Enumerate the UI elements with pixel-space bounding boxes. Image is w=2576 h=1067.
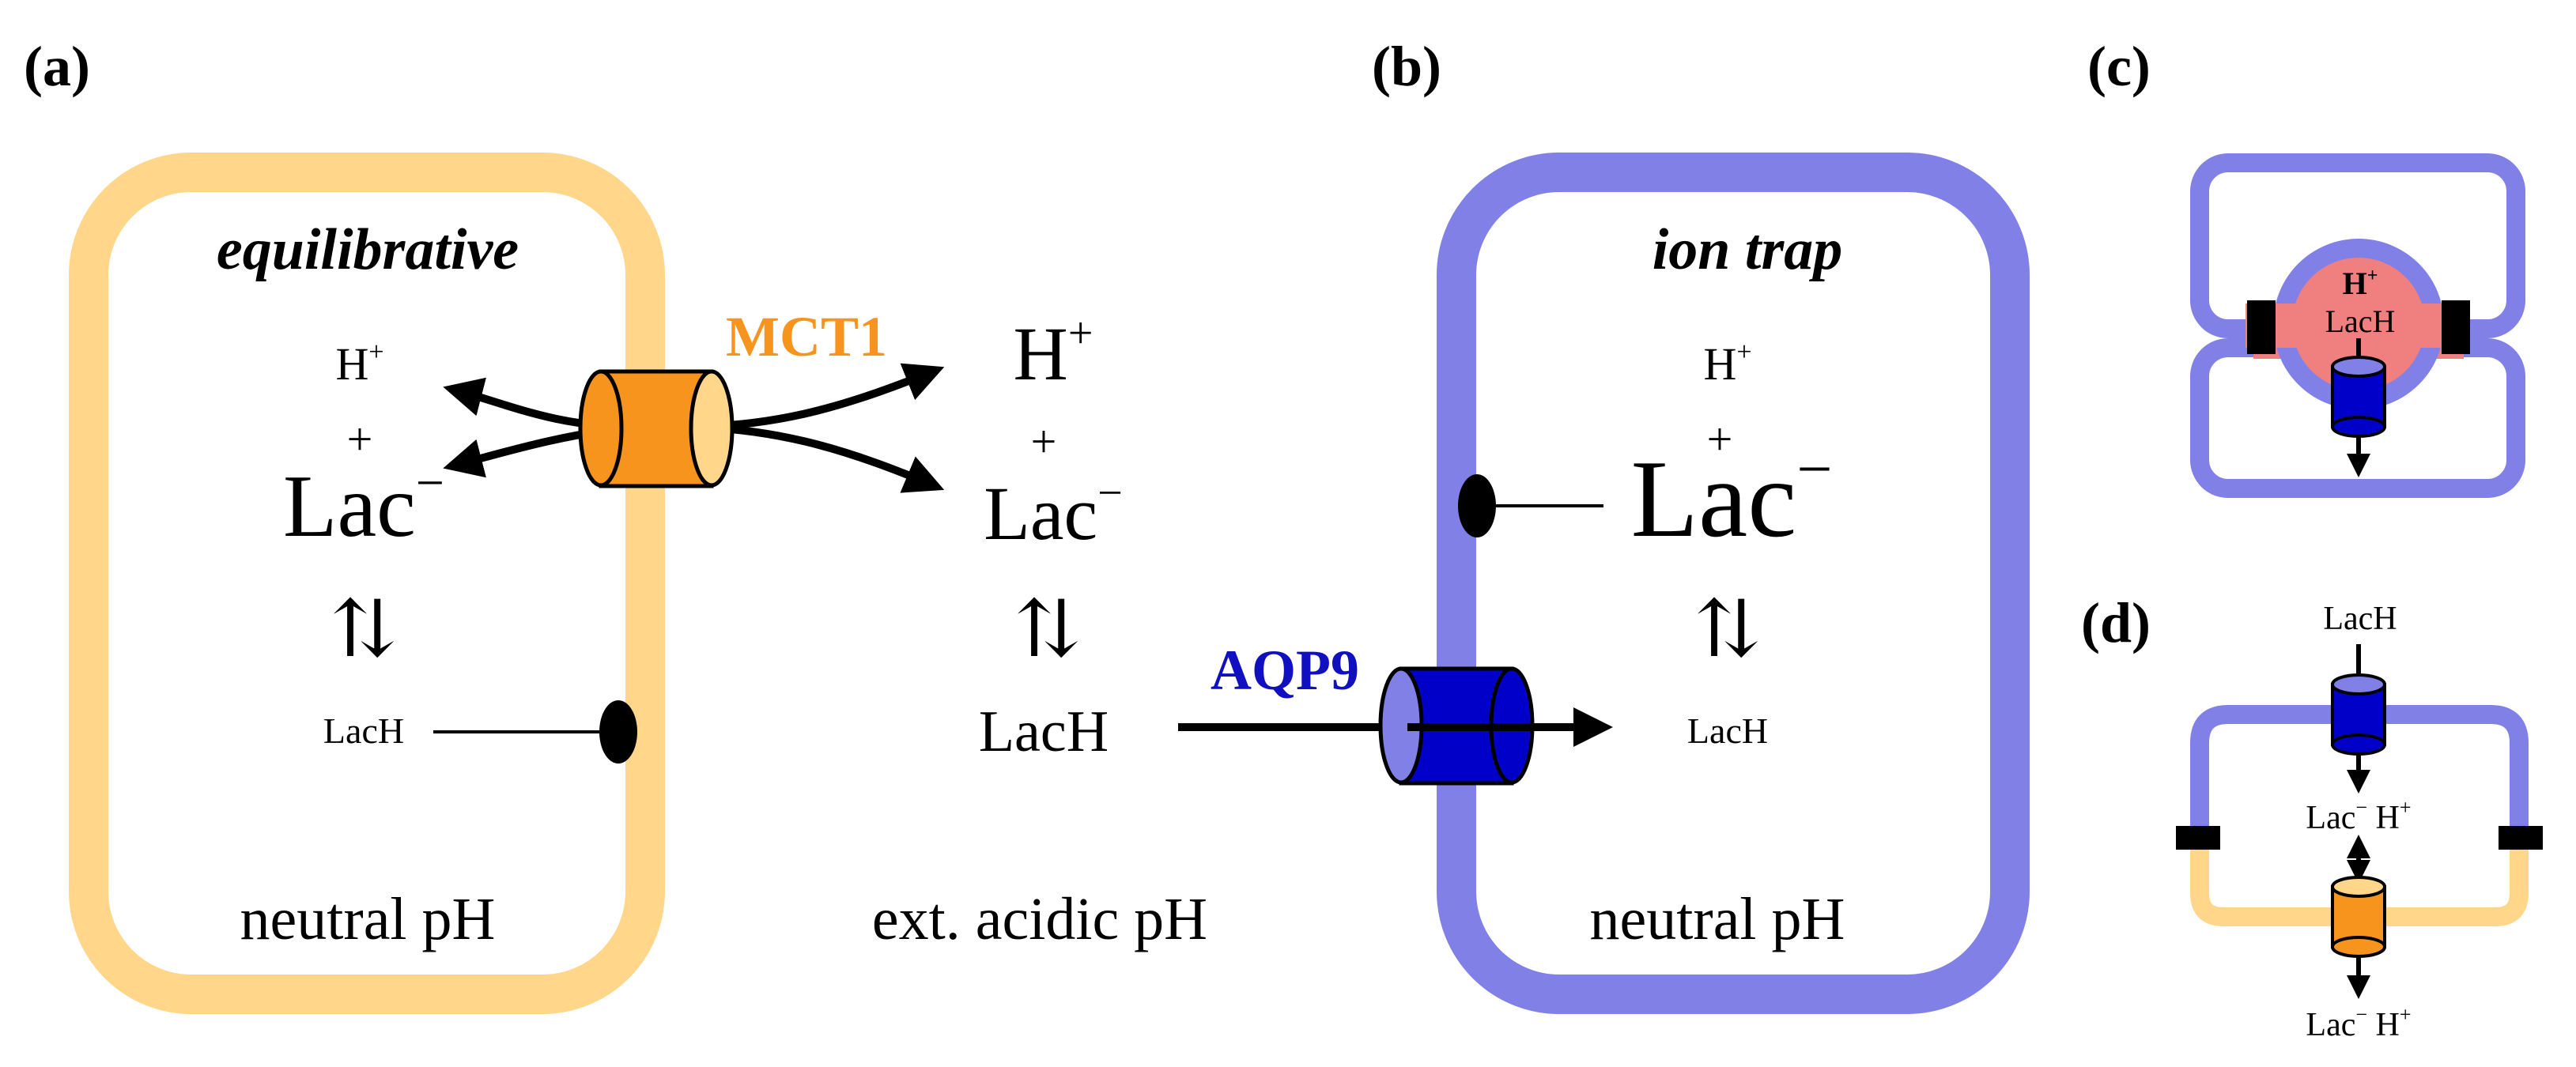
equilibrative-cell xyxy=(69,153,665,1014)
panel-d-label: (d) xyxy=(2081,591,2151,654)
inside-ph-label: neutral pH xyxy=(240,886,496,952)
aqp9-transporter xyxy=(1378,666,1535,786)
d-bottom-species: Lac− H+ xyxy=(2306,1003,2411,1043)
ion-trap-cell xyxy=(1437,153,2030,1014)
trap-plus: + xyxy=(1707,413,1733,465)
d-top-lactic-acid: LacH xyxy=(2323,601,2397,637)
trap-lactic-acid: LacH xyxy=(1687,711,1768,751)
right-junction-block xyxy=(2442,300,2470,354)
aqp9-label: AQP9 xyxy=(1211,639,1359,702)
c-aqp9-transporter xyxy=(2331,356,2386,438)
inside-equilibrium-arrows: ⇅ xyxy=(330,586,397,673)
trap-proton: H+ xyxy=(1703,337,1751,390)
inside-lactate: Lac− xyxy=(283,454,444,556)
trap-lactate: Lac− xyxy=(1631,435,1833,560)
trap-ph-label: neutral pH xyxy=(1590,886,1845,952)
panel-c-label: (c) xyxy=(2087,35,2151,98)
outside-lactic-acid: LacH xyxy=(979,699,1109,764)
d-left-junction xyxy=(2176,826,2220,850)
outside-equilibrium-arrows: ⇅ xyxy=(1014,586,1081,673)
d-middle-species: Lac− H+ xyxy=(2306,796,2411,836)
ion-trap-title: ion trap xyxy=(1652,217,1843,282)
left-junction-block xyxy=(2247,300,2276,354)
panel-b-label: (b) xyxy=(1372,35,1441,98)
panel-b: (b) ion trap H+ + Lac− ⇅ LacH neutral pH… xyxy=(1178,35,2030,1014)
trap-equilibrium-arrows: ⇅ xyxy=(1694,586,1761,673)
compartment-proton: H+ xyxy=(2343,266,2378,301)
panel-a-label: (a) xyxy=(24,35,90,98)
lach-block-head xyxy=(599,700,637,763)
mct1-label: MCT1 xyxy=(726,305,887,368)
d-aqp9-transporter xyxy=(2331,673,2386,756)
outside-lactate: Lac− xyxy=(984,469,1122,556)
panel-d: (d) LacH Lac− H+ Lac− H+ xyxy=(2081,591,2543,1043)
mct1-transporter xyxy=(578,369,735,488)
inside-plus: + xyxy=(347,413,373,465)
equilibrative-title: equilibrative xyxy=(217,217,519,282)
panel-a: (a) equilibrative H+ + Lac− ⇅ LacH neutr… xyxy=(24,35,1207,1014)
d-right-junction xyxy=(2499,826,2543,850)
inside-lactic-acid: LacH xyxy=(323,711,404,751)
outside-plus: + xyxy=(1031,416,1057,467)
compartment-lactic-acid: LacH xyxy=(2325,304,2396,339)
outside-ph-label: ext. acidic pH xyxy=(872,886,1207,952)
panel-c: (c) H+ LacH xyxy=(2087,35,2525,498)
acidic-bridge xyxy=(2246,304,2459,348)
outside-proton: H+ xyxy=(1014,309,1093,396)
inside-proton: H+ xyxy=(335,337,383,390)
d-mct1-transporter xyxy=(2331,876,2386,958)
lactate-block-head xyxy=(1458,474,1496,537)
